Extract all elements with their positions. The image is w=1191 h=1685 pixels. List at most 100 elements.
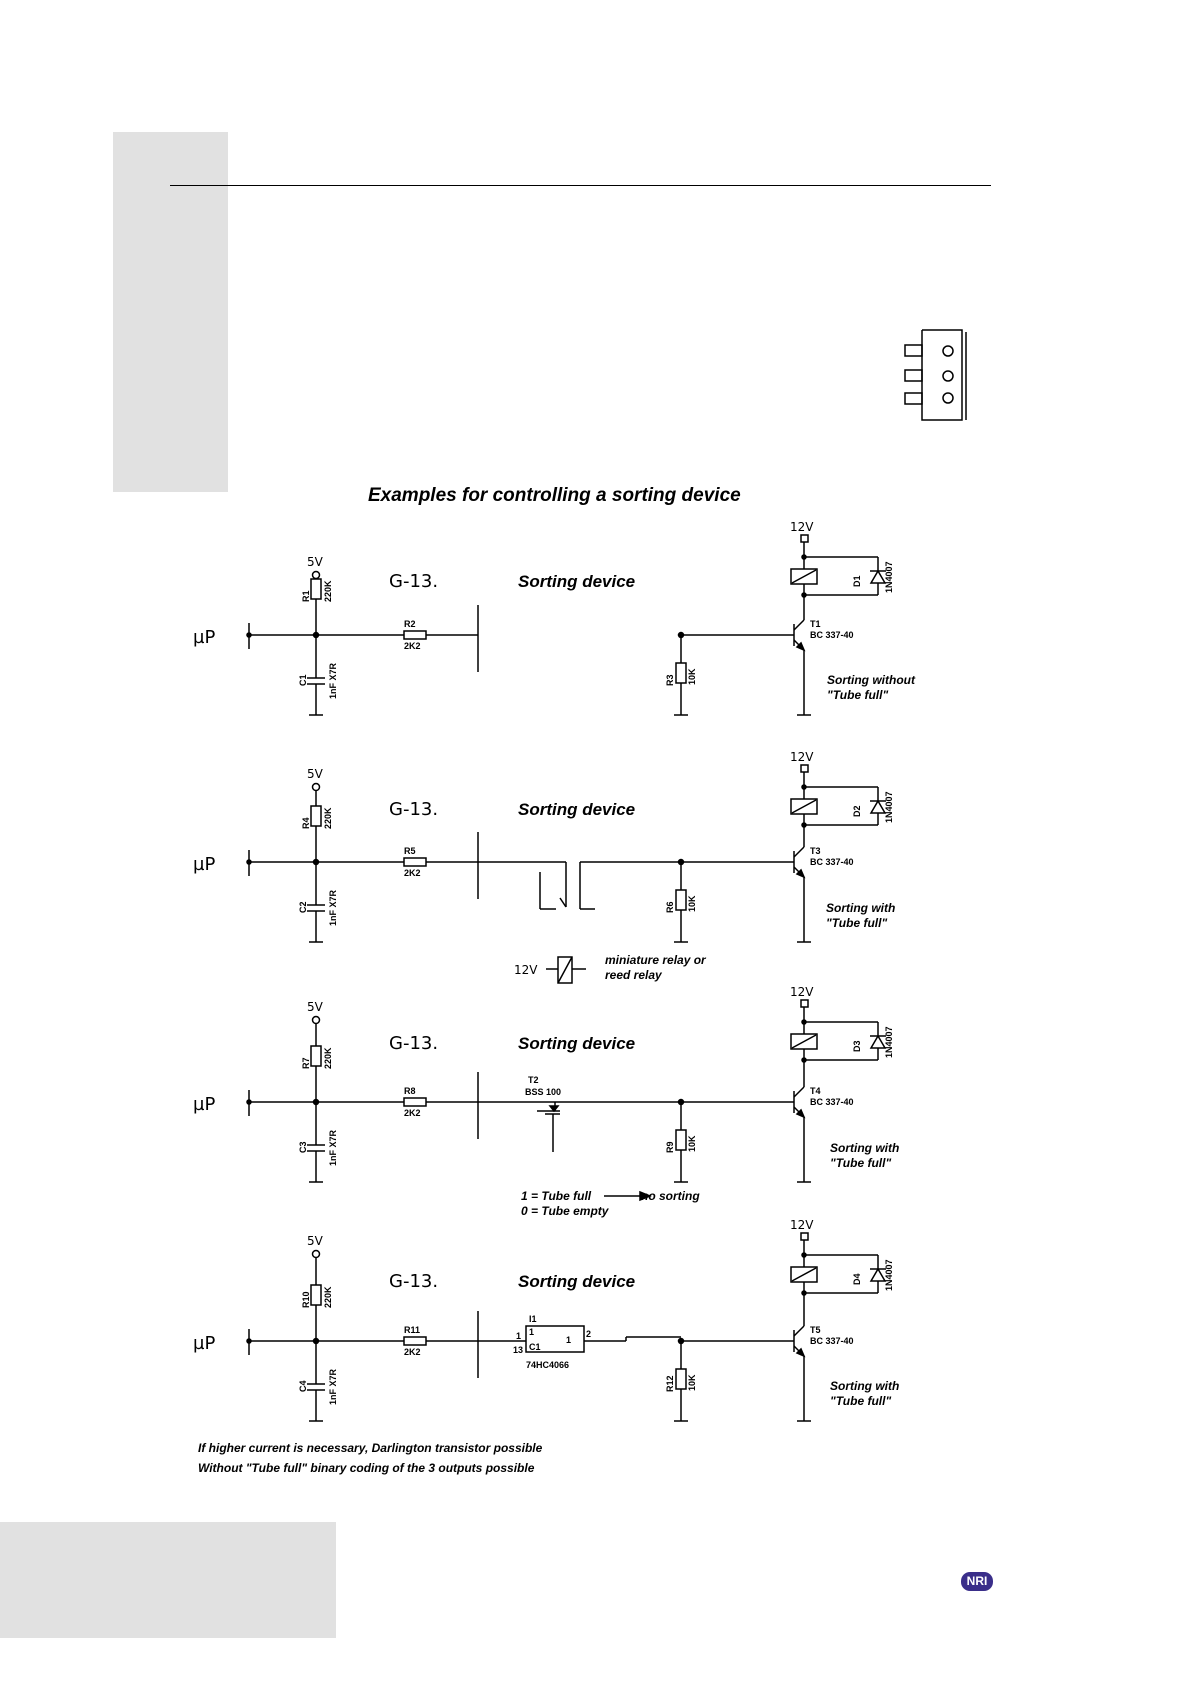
junction-dot — [312, 631, 320, 639]
up-label-1: µP — [193, 627, 215, 648]
diode-value: 1N4007 — [884, 1259, 894, 1291]
emitter-arrow — [795, 1108, 806, 1119]
caption-line-1: Sorting with — [826, 901, 895, 915]
pullup-ref: R4 — [301, 817, 311, 829]
flyback-diode — [869, 799, 887, 814]
relay-legend-slash — [557, 956, 573, 984]
emitter-lead — [793, 1106, 805, 1118]
collector-lead — [793, 1086, 805, 1098]
transistor-ref: T3 — [810, 846, 821, 856]
vcc-5v-terminal — [311, 782, 321, 792]
supply-12v-label: 12V — [790, 985, 814, 999]
ic-label-1: 1 — [529, 1327, 534, 1337]
collector-lead — [793, 1325, 805, 1337]
supply-5v-label: 5V — [307, 1000, 324, 1014]
caption-line-2: "Tube full" — [830, 1394, 891, 1408]
relay-note-line-2: reed relay — [605, 968, 663, 982]
mosfet-ref: T2 — [528, 1075, 539, 1085]
cap-value: 1nF X7R — [328, 889, 338, 926]
junction-dot — [801, 1019, 807, 1025]
relay-coil — [790, 1033, 818, 1050]
junction-dot — [246, 859, 252, 865]
caption-line-2: "Tube full" — [827, 688, 888, 702]
junction-dot — [677, 858, 685, 866]
diode-value: 1N4007 — [884, 561, 894, 593]
vcc-12v-terminal — [800, 1232, 809, 1241]
cap-value: 1nF X7R — [328, 1129, 338, 1166]
junction-dot — [801, 1057, 807, 1063]
vcc-5v-terminal — [311, 1015, 321, 1025]
series-resistor — [403, 857, 427, 867]
series-resistor — [403, 630, 427, 640]
pulldown-resistor — [675, 1129, 687, 1151]
series-value: 2K2 — [404, 1108, 421, 1118]
pulldown-value: 10K — [687, 1135, 697, 1152]
footnote-binary-coding: Without "Tube full" binary coding of the… — [198, 1461, 535, 1475]
junction-dot — [801, 784, 807, 790]
relay-coil-slash — [791, 1034, 817, 1049]
ic-pin-in: 1 — [516, 1331, 521, 1341]
mosfet-value: BSS 100 — [525, 1087, 561, 1097]
pulldown-value: 10K — [687, 895, 697, 912]
emitter-lead — [793, 866, 805, 878]
junction-dot — [677, 631, 685, 639]
vcc-12v-terminal — [800, 764, 809, 773]
series-resistor — [403, 1097, 427, 1107]
series-resistor — [403, 1336, 427, 1346]
junction-dot — [801, 1290, 807, 1296]
series-ref: R8 — [404, 1086, 416, 1096]
junction-dot — [801, 1252, 807, 1258]
pullup-ref: R10 — [301, 1291, 311, 1308]
junction-dot — [312, 1098, 320, 1106]
g13-label: G-13. — [389, 799, 438, 820]
sorting-device-label: Sorting device — [518, 572, 635, 591]
ic-label-c1: C1 — [529, 1342, 541, 1352]
pullup-resistor — [310, 1284, 322, 1306]
vcc-12v-terminal — [800, 534, 809, 543]
side-tab-bottom — [0, 1522, 336, 1638]
logic-note-arrow-text: no sorting — [641, 1189, 700, 1203]
junction-dot — [677, 1098, 685, 1106]
flyback-diode — [869, 1267, 887, 1282]
relay-legend-coil — [557, 956, 573, 984]
junction-dot — [246, 632, 252, 638]
logic-note-line-1: 1 = Tube full — [521, 1189, 592, 1203]
pulldown-resistor — [675, 889, 687, 911]
cap-ref: C1 — [298, 674, 308, 686]
relay-coil — [790, 1266, 818, 1283]
vcc-5v-terminal — [311, 570, 321, 580]
cap-ref: C3 — [298, 1141, 308, 1153]
junction-dot — [801, 822, 807, 828]
series-ref: R2 — [404, 619, 416, 629]
transistor-value: BC 337-40 — [810, 857, 854, 867]
diode-ref: D4 — [852, 1273, 862, 1285]
pulldown-ref: R6 — [665, 901, 675, 913]
junction-dot — [801, 554, 807, 560]
ic-74hc4066 — [525, 1325, 585, 1353]
series-value: 2K2 — [404, 641, 421, 651]
transistor-ref: T4 — [810, 1086, 821, 1096]
junction-dot — [801, 592, 807, 598]
relay-note-line-1: miniature relay or — [605, 953, 707, 967]
series-value: 2K2 — [404, 1347, 421, 1357]
cap-ref: C4 — [298, 1380, 308, 1392]
pullup-resistor — [310, 1045, 322, 1067]
up-label-2: µP — [193, 854, 215, 875]
pulldown-value: 10K — [687, 668, 697, 685]
pullup-resistor — [310, 578, 322, 600]
pullup-value: 220K — [323, 807, 333, 829]
logic-note-line-2: 0 = Tube empty — [521, 1204, 610, 1218]
relay-coil — [790, 798, 818, 815]
cap-ref: C2 — [298, 901, 308, 913]
series-value: 2K2 — [404, 868, 421, 878]
pullup-ref: R1 — [301, 590, 311, 602]
transistor-ref: T1 — [810, 619, 821, 629]
diode-ref: D2 — [852, 805, 862, 817]
up-label-3: µP — [193, 1094, 215, 1115]
transistor-ref: T5 — [810, 1325, 821, 1335]
junction-dot — [246, 1338, 252, 1344]
caption-line-1: Sorting with — [830, 1141, 899, 1155]
series-ref: R11 — [404, 1325, 420, 1335]
caption-line-2: "Tube full" — [826, 916, 887, 930]
transistor-value: BC 337-40 — [810, 1336, 854, 1346]
